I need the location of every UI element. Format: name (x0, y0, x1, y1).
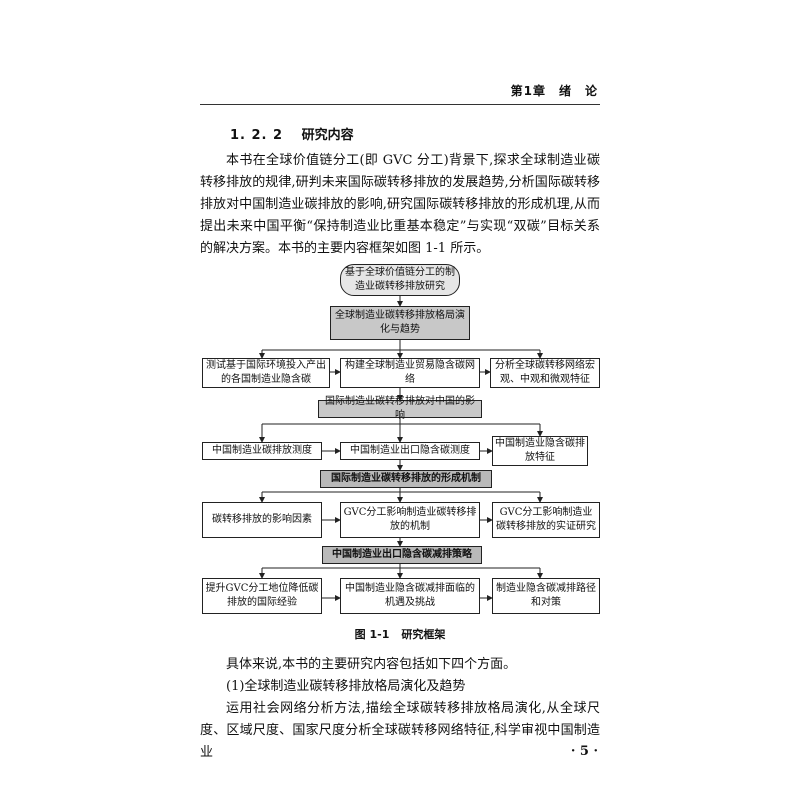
level4-node: 中国制造业出口隐含碳减排策略 (322, 546, 482, 564)
section-number: 1. 2. 2 (230, 128, 284, 143)
level3-node: 国际制造业碳转移排放的形成机制 (320, 470, 492, 488)
top-node: 基于全球价值链分工的制造业碳转移排放研究 (340, 264, 460, 296)
intro-paragraph: 本书在全球价值链分工(即 GVC 分工)背景下,探求全球制造业碳转移排放的规律,… (200, 153, 600, 256)
row2-right-node: 中国制造业隐含碳排放特征 (492, 436, 588, 466)
chapter-header: 第1章 绪 论 (510, 84, 598, 98)
row3-right-node: GVC分工影响制造业碳转移排放的实证研究 (492, 502, 600, 538)
row3-center-node: GVC分工影响制造业碳转移排放的机制 (340, 502, 480, 538)
research-framework-diagram: 基于全球价值链分工的制造业碳转移排放研究 全球制造业碳转移排放格局演化与趋势 测… (190, 258, 610, 618)
figure-number: 图 1-1 (354, 628, 390, 641)
header-rule (200, 104, 600, 105)
row4-right-node: 制造业隐含碳减排路径和对策 (492, 578, 600, 614)
figure-caption: 图 1-1 研究框架 (0, 626, 800, 642)
level1-node: 全球制造业碳转移排放格局演化与趋势 (330, 306, 470, 340)
row4-left-node: 提升GVC分工地位降低碳排放的国际经验 (202, 578, 322, 614)
row4-center-node: 中国制造业隐含碳减排面临的机遇及挑战 (340, 578, 480, 614)
page-number: · 5 · (570, 744, 598, 759)
section-title: 研究内容 (301, 128, 354, 143)
row1-left-node: 测试基于国际环境投入产出的各国制造业隐含碳 (202, 358, 330, 388)
row3-left-node: 碳转移排放的影响因素 (202, 502, 322, 538)
section-heading: 1. 2. 2 研究内容 (230, 124, 354, 143)
level2-node: 国际制造业碳转移排放对中国的影响 (318, 396, 482, 421)
figure-title: 研究框架 (401, 628, 446, 641)
diagram-connectors (259, 294, 543, 601)
row1-center-node: 构建全球制造业贸易隐含碳网络 (340, 358, 480, 388)
row1-right-node: 分析全球碳转移网络宏观、中观和微观特征 (490, 358, 600, 388)
row2-center-node: 中国制造业出口隐含碳测度 (340, 442, 480, 460)
summary-paragraph: 具体来说,本书的主要研究内容包括如下四个方面。 (226, 657, 517, 672)
item1-heading: (1)全球制造业碳转移排放格局演化及趋势 (226, 679, 466, 694)
row2-left-node: 中国制造业碳排放测度 (202, 442, 322, 460)
item1-body: 运用社会网络分析方法,描绘全球碳转移排放格局演化,从全球尺度、区域尺度、国家尺度… (200, 701, 600, 760)
